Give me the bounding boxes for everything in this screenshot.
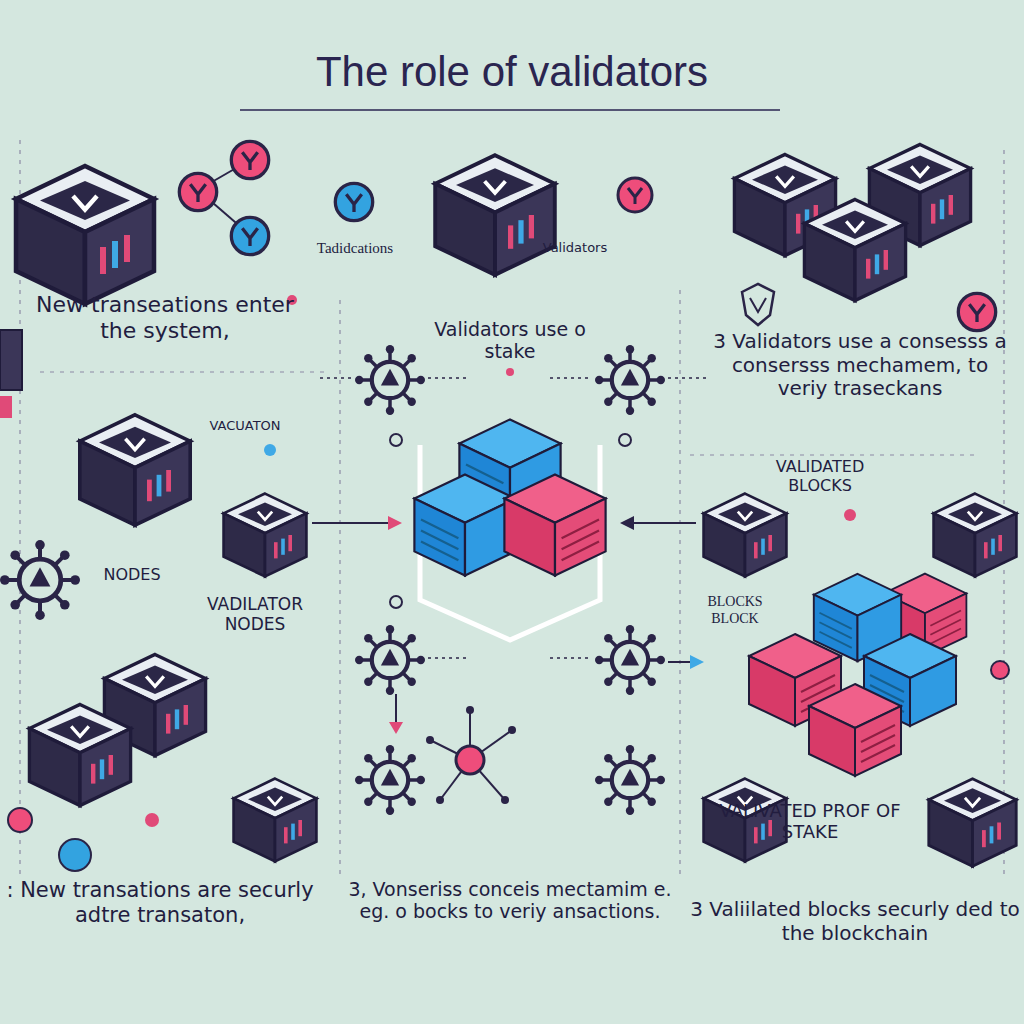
annotation-label: VALIVATED PROF OF STAKE	[705, 800, 915, 842]
block-cube	[504, 474, 605, 575]
flow-lines	[320, 378, 710, 658]
block-cube	[414, 474, 515, 575]
annotation-label: VADILATOR NODES	[180, 594, 330, 634]
token	[231, 141, 268, 178]
side-box	[0, 330, 22, 418]
annotation-label: : New transations are securly adtre tran…	[5, 878, 315, 928]
guide-lines	[20, 140, 1004, 880]
validator-hub	[595, 345, 665, 415]
annotation-label: Validators use o stake	[410, 318, 610, 363]
title: The role of validators	[0, 48, 1024, 96]
validator-hub	[355, 345, 425, 415]
shield-icon	[742, 284, 774, 325]
annotation-label: New transeations enter the system,	[35, 292, 295, 344]
annotation-label: BLOCKS BLOCK	[690, 594, 780, 627]
block-cube	[809, 684, 901, 776]
server-box	[704, 494, 787, 577]
server-box	[234, 779, 317, 862]
server-box	[804, 199, 905, 300]
server-box	[29, 704, 130, 805]
validator-hub	[355, 625, 425, 695]
token	[958, 293, 995, 330]
token	[231, 217, 268, 254]
arrow	[312, 516, 704, 734]
token	[618, 178, 652, 212]
annotation-label: 3 Validators use a consesss a consersss …	[710, 330, 1010, 401]
annotation-label: NODES	[87, 566, 177, 585]
validator-hub	[595, 745, 665, 815]
title-rule	[240, 109, 780, 111]
network-node	[426, 706, 516, 804]
annotation-label: Validators	[520, 240, 630, 255]
annotation-label: 3, Vonseriss conceis mectamim e. eg. o b…	[345, 878, 675, 923]
validator-hub	[595, 625, 665, 695]
annotation-label: VACUATON	[190, 418, 300, 433]
server-box	[16, 166, 154, 304]
validator-hub	[355, 745, 425, 815]
annotation-label: VALIDATED BLOCKS	[755, 458, 885, 496]
annotation-label: 3 Valiilated blocks securly ded to the b…	[690, 898, 1020, 945]
token	[179, 173, 216, 210]
server-box	[929, 779, 1016, 866]
server-box	[80, 415, 190, 525]
annotation-label: Tadidcations	[295, 240, 415, 258]
token	[335, 183, 372, 220]
server-box	[224, 494, 307, 577]
decor-dots	[8, 295, 1009, 871]
validator-hub	[0, 540, 80, 620]
server-box	[435, 155, 555, 275]
server-box	[934, 494, 1017, 577]
